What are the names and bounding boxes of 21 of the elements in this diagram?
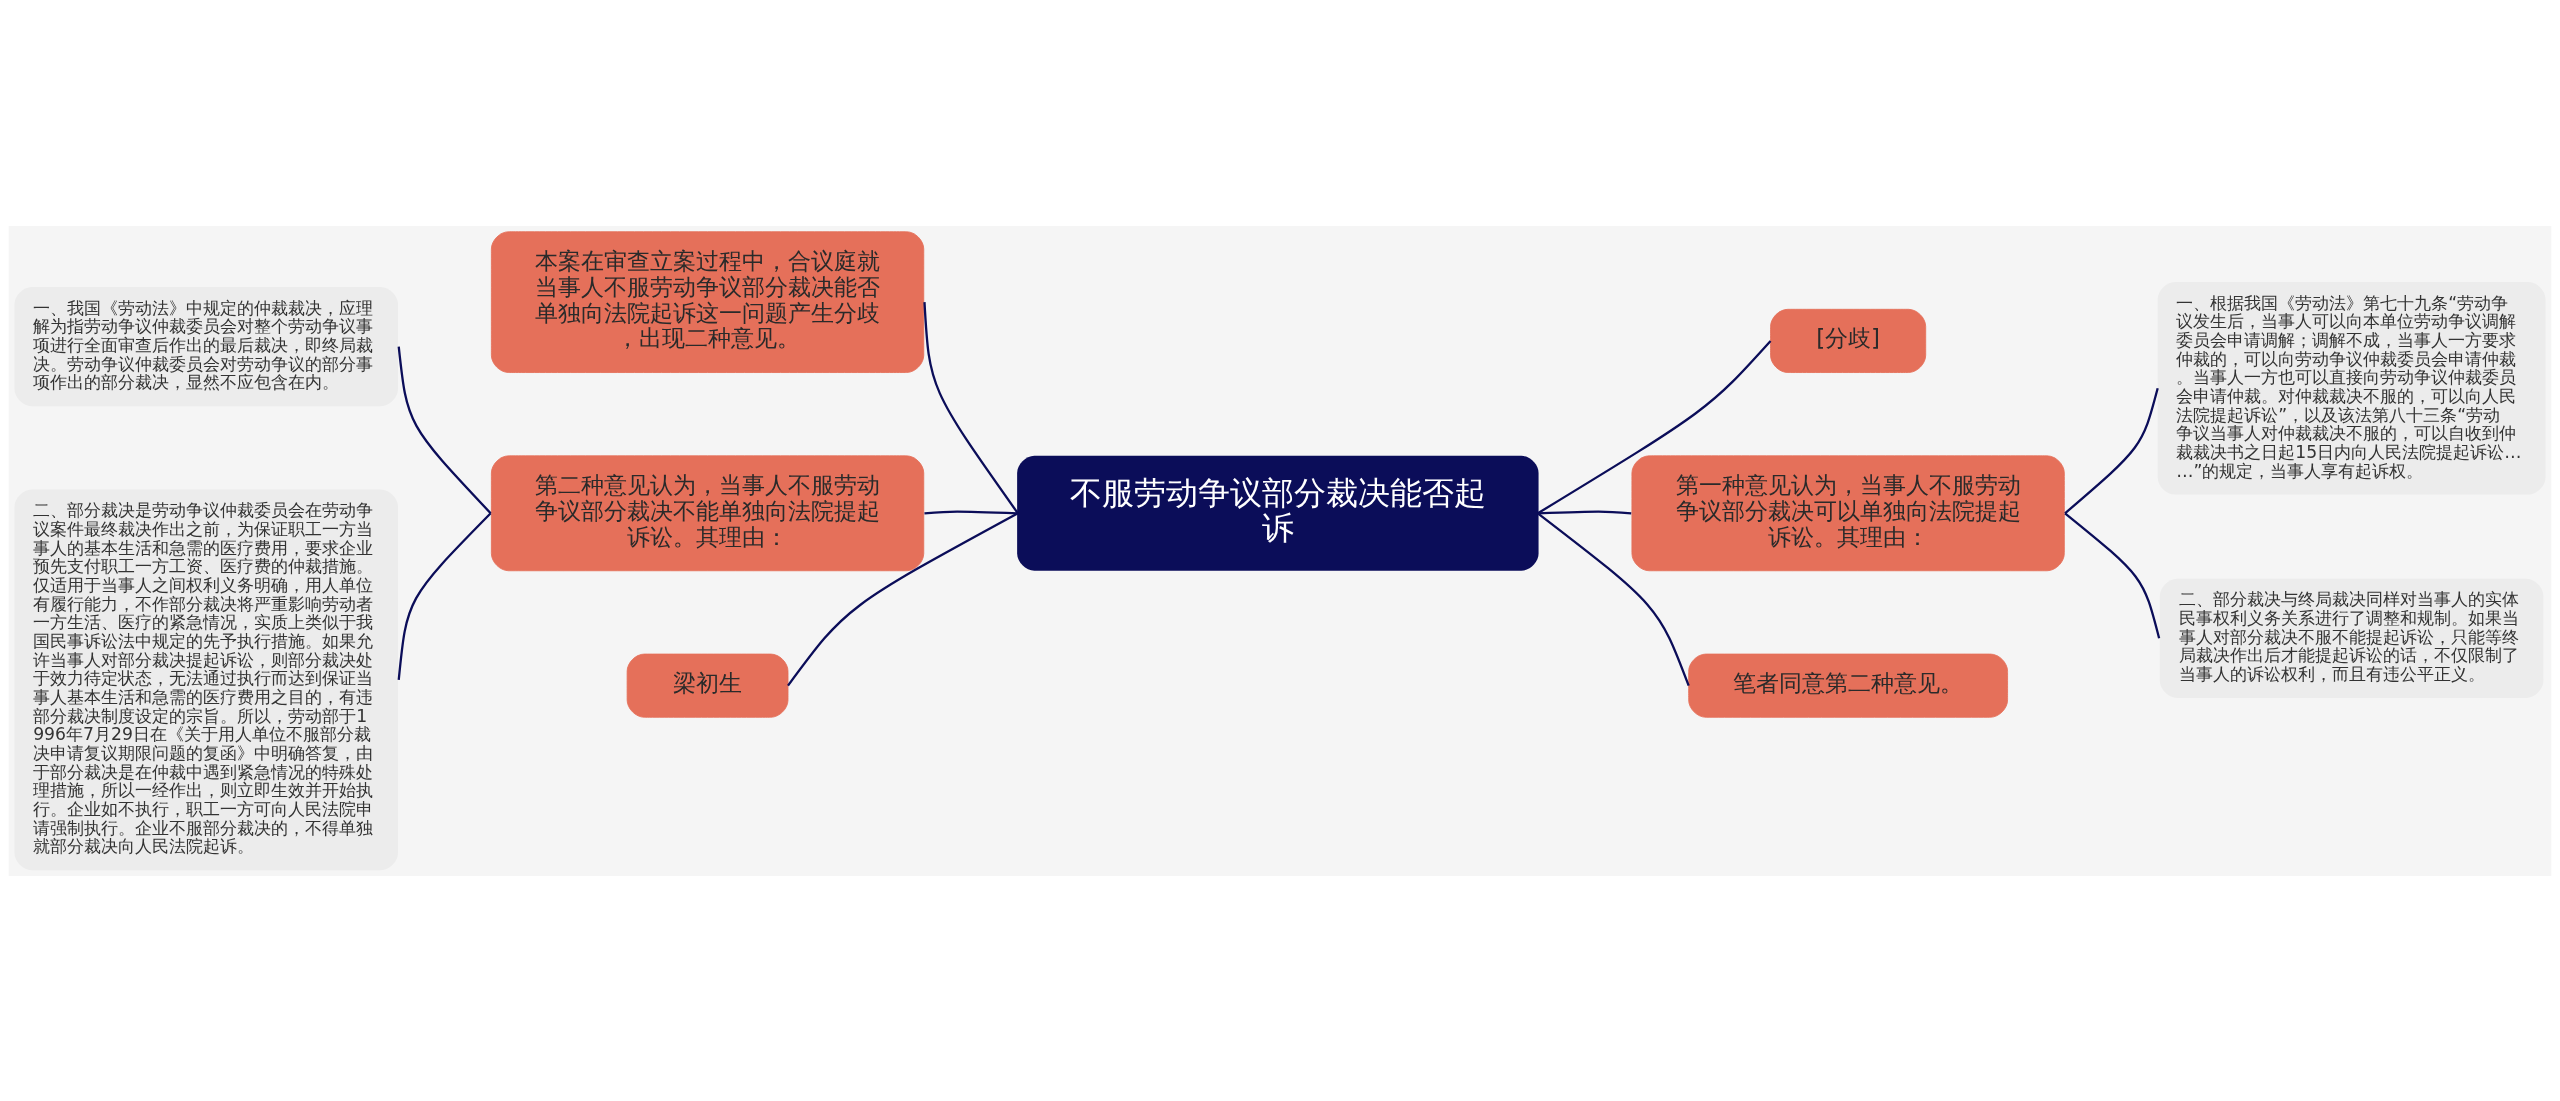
connector [397, 512, 492, 680]
connector [1537, 339, 1772, 514]
connector [924, 509, 1018, 514]
node-box: 一、根据我国《劳动法》第七十九条“劳动争议发生后，当事人可以向本单位劳动争议调解委员会申请调解；调解不成，当事人一方要求仲裁的，可以向劳动争议仲裁委员会申请仲裁。当事人一方也可以直接向劳动争议仲裁委员会申请仲裁。对仲裁裁决不服的，可以向人民法院提起诉讼”，以及该法第八十三条“劳动争议当事人对仲裁裁决不服的，可以自收到仲裁裁决书之日起15日内向人民法院提起诉讼……”的规定，当事人享有起诉权。 [2157, 281, 2546, 495]
connector [1537, 511, 1690, 686]
connector [2064, 511, 2161, 639]
connector [2064, 387, 2159, 514]
node-box: 二、部分裁决与终局裁决同样对当事人的实体民事权利义务关系进行了调整和规制。如果当事人对部分裁决不服不能提起诉讼，只能等终局裁决作出后才能提起诉讼的话，不仅限制了当事人的诉讼权利，而且有违公平正义。 [2159, 578, 2544, 698]
node-box: [分歧] [1770, 308, 1927, 373]
node-box: 二、部分裁决是劳动争议仲裁委员会在劳动争议案件最终裁决作出之前，为保证职工一方当事人的基本生活和急需的医疗费用，要求企业预先支付职工一方工资、医疗费的仲裁措施。仅适用于当事人之间权利义务明确，用人单位有履行能力，不作部分裁决将严重影响劳动者一方生活、医疗的紧急情况，实质上类似于我国民事诉讼法中规定的先予执行措施。如果允许当事人对部分裁决提起诉讼，则部分裁决处于效力待定状态，无法通过执行而达到保证当事人基本生活和急需的医疗费用之目的，有违部分裁决制度设定的宗旨。所以，劳动部于1996年7月29日在《关于用人单位不服部分裁决申请复议期限问题的复函》中明确答复，由于部分裁决是在仲裁中遇到紧急情况的特殊处理措施，所以一经作出，则立即生效并开始执行。企业如不执行，职工一方可向人民法院申请强制执行。企业不服部分裁决的，不得单独就部分裁决向人民法院起诉。 [14, 489, 398, 870]
connector [923, 301, 1019, 514]
node-box: 不服劳动争议部分裁决能否起诉 [1017, 455, 1539, 571]
node-box: 第一种意见认为，当事人不服劳动争议部分裁决可以单独向法院提起诉讼。其理由： [1631, 454, 2065, 571]
connector [787, 511, 1019, 686]
node-box: 梁初生 [626, 653, 789, 718]
connector [397, 346, 492, 514]
connector [1537, 509, 1632, 514]
node-box: 第二种意见认为，当事人不服劳动争议部分裁决不能单独向法院提起诉讼。其理由： [490, 454, 925, 571]
node-box: 笔者同意第二种意见。 [1688, 653, 2008, 718]
node-box: 一、我国《劳动法》中规定的仲裁裁决，应理解为指劳动争议仲裁委员会对整个劳动争议事项进行全面审查后作出的最后裁决，即终局裁决。劳动争议仲裁委员会对劳动争议的部分事项作出的部分裁决，显然不应包含在内。 [14, 286, 398, 406]
node-box: 本案在审查立案过程中，合议庭就当事人不服劳动争议部分裁决能否单独向法院起诉这一问题产生分歧，出现二种意见。 [490, 230, 925, 373]
